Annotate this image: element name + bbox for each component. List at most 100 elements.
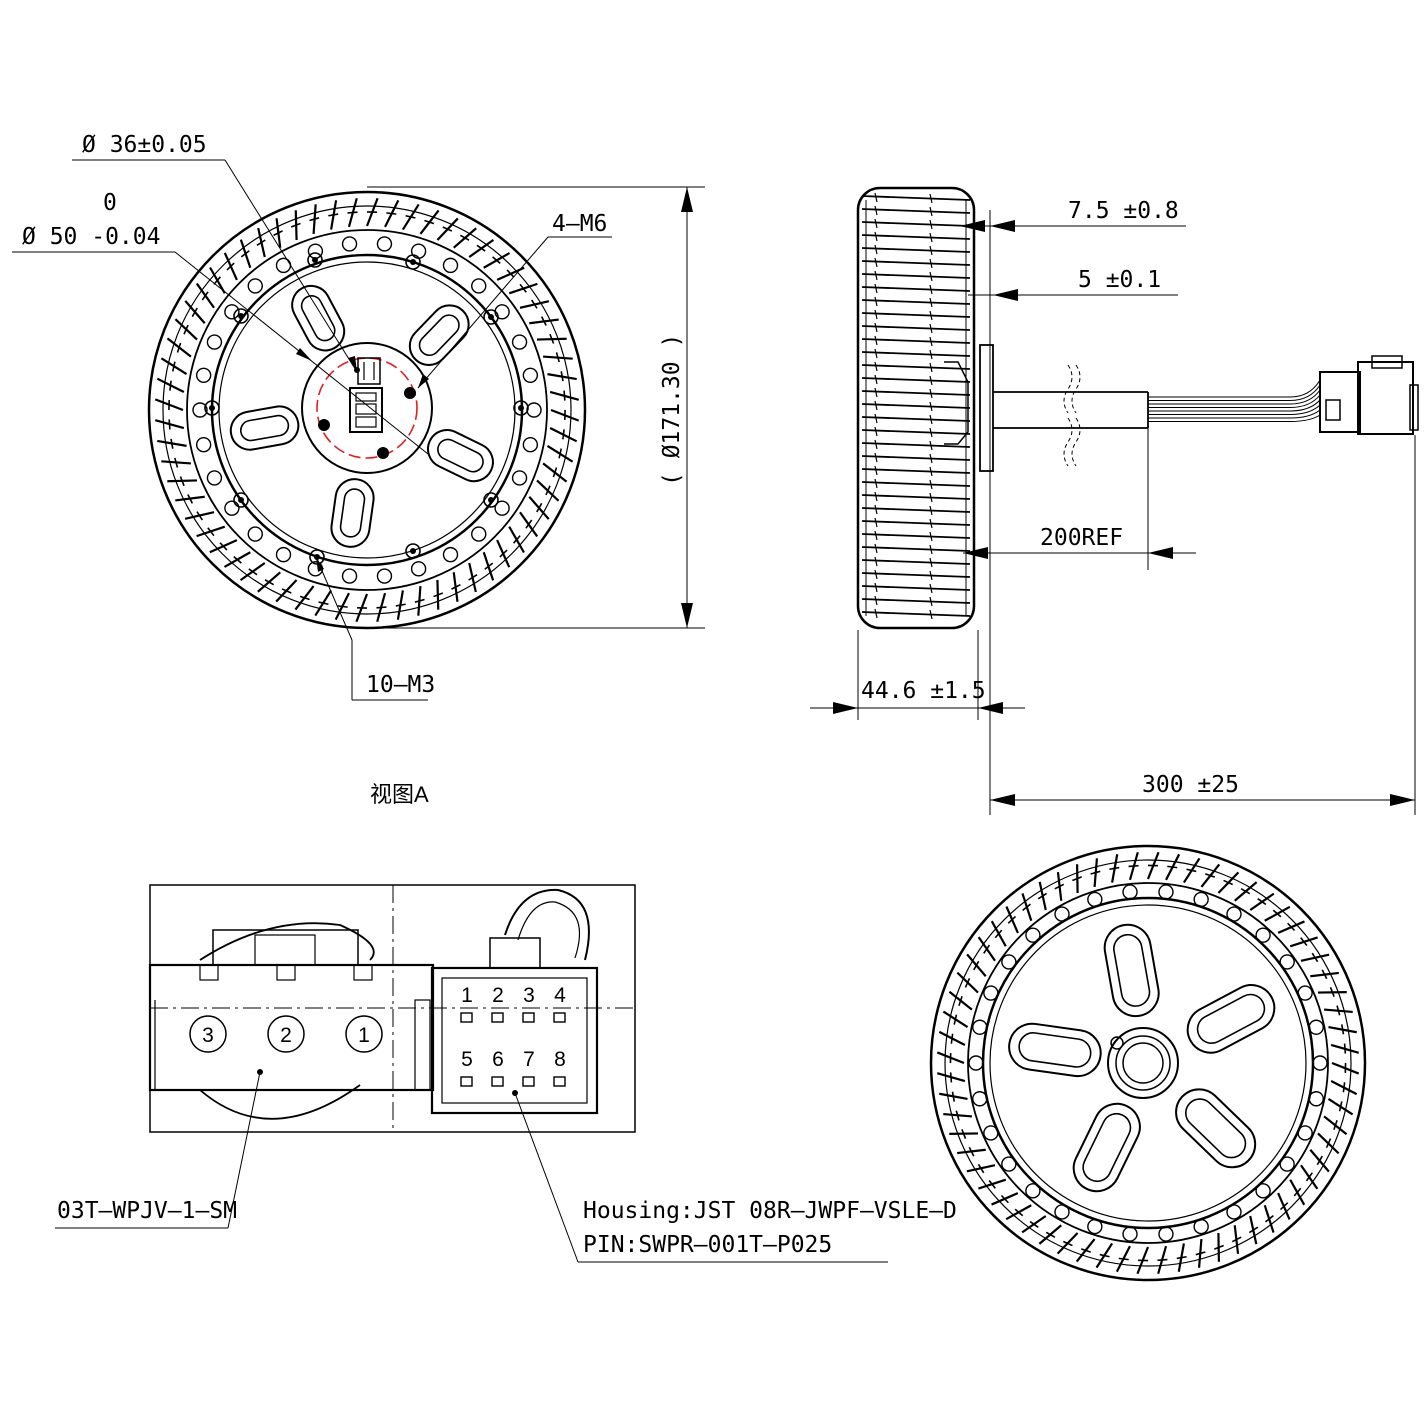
rim-hole (247, 278, 263, 294)
cable-wire (1148, 384, 1321, 401)
tire-tread (154, 197, 580, 623)
tread-mark (861, 247, 971, 253)
bore-diameter-label: Ø 36±0.05 (82, 132, 207, 158)
tread-mark (874, 465, 878, 476)
tread-mark (395, 603, 406, 607)
tread-mark (248, 568, 258, 576)
tread-mark (476, 244, 486, 252)
tread-mark (1118, 1257, 1129, 1261)
tread-mark (874, 504, 878, 515)
m3-bolt (233, 308, 249, 324)
tread-mark (861, 611, 971, 617)
tread-mark (168, 419, 171, 430)
signal-pin-5-label: 5 (461, 1048, 473, 1071)
tread-mark (1321, 969, 1328, 980)
m3-bolt (405, 254, 421, 270)
tread-mark (174, 457, 179, 468)
rim-hole (1279, 954, 1295, 970)
tread-mark (519, 283, 527, 293)
rim-hole (522, 437, 539, 453)
tread-mark (861, 481, 971, 487)
tread-mark (861, 598, 971, 604)
tread-mark (484, 562, 494, 570)
offset-7-5-label: 7.5 ±0.8 (1068, 198, 1179, 224)
cable-wires (1148, 379, 1321, 422)
m3-bolt (307, 252, 323, 268)
cable-wire (1148, 399, 1321, 412)
rim-hole (1279, 1156, 1295, 1172)
m3-bolt-center (238, 313, 244, 319)
m3-bolt (483, 492, 499, 508)
rim-hole (195, 437, 212, 453)
tread-mark (552, 467, 558, 478)
tread-mark (337, 605, 348, 608)
tread-mark (1340, 1024, 1345, 1035)
tread-mark (1195, 1251, 1206, 1256)
tread-mark (1090, 870, 1101, 875)
tread-mark (506, 269, 515, 278)
tread-mark (929, 362, 933, 373)
tread-mark (1205, 873, 1216, 878)
tread-mark (555, 352, 560, 363)
tread-mark (929, 375, 933, 386)
tread-mark (861, 572, 971, 578)
tread-mark (558, 448, 563, 459)
tread-mark (929, 310, 933, 321)
tread-mark (861, 286, 971, 292)
cable-wire (1148, 394, 1321, 408)
tread-mark (183, 324, 189, 335)
tread-mark (929, 440, 933, 451)
tread-mark (861, 364, 971, 370)
tread-mark (874, 218, 878, 229)
tread-mark (1029, 1220, 1039, 1228)
tread-mark (861, 234, 971, 240)
tread-mark (1223, 879, 1234, 886)
tread-mark (1072, 876, 1082, 882)
tread-mark (1336, 1005, 1341, 1016)
tread-mark (929, 193, 933, 204)
tread-mark (512, 535, 521, 544)
tread-mark (951, 1091, 956, 1102)
tread-mark (414, 598, 425, 603)
tread-mark (973, 960, 980, 971)
tread-mark (424, 219, 435, 225)
tread-mark (540, 316, 547, 326)
tread-mark (299, 595, 310, 601)
tread-mark (386, 212, 397, 215)
tread-mark (929, 596, 933, 607)
power-pin-3-label: 3 (202, 1024, 214, 1047)
cable-length-label: 300 ±25 (1142, 772, 1239, 798)
spoke-slot (1186, 984, 1276, 1054)
tread-mark (861, 195, 971, 201)
tread-mark (964, 977, 971, 988)
tread-mark (874, 452, 878, 463)
tread-mark (861, 559, 971, 565)
tread-mark (929, 505, 933, 516)
rim-hole (206, 334, 223, 350)
tread-mark (563, 390, 566, 401)
tread-mark (233, 555, 242, 564)
tread-mark (929, 297, 933, 308)
tread-mark (347, 211, 358, 214)
tread-mark (929, 284, 933, 295)
rim-hole (1025, 1183, 1041, 1199)
view-caption: 视图A (370, 782, 429, 807)
rim-hole (376, 236, 393, 252)
tread-mark (861, 208, 971, 214)
rim-hole-ring (192, 236, 542, 584)
spoke-slot (291, 284, 346, 352)
outer-diameter-label: ( Ø171.30 ) (659, 334, 685, 486)
tread-mark (1007, 915, 1017, 924)
tread-mark (187, 494, 194, 504)
tread-mark (451, 583, 461, 590)
tread-mark (861, 403, 971, 409)
spoke-slot (408, 304, 470, 366)
tread-mark (961, 1129, 967, 1139)
tread-mark (929, 401, 933, 412)
m3-bolt-center (488, 497, 494, 503)
tread-mark (874, 400, 878, 411)
tread-mark (874, 582, 878, 593)
tread-mark (861, 546, 971, 552)
m3-bolt-center (314, 554, 320, 560)
tread-mark (1000, 1194, 1009, 1204)
